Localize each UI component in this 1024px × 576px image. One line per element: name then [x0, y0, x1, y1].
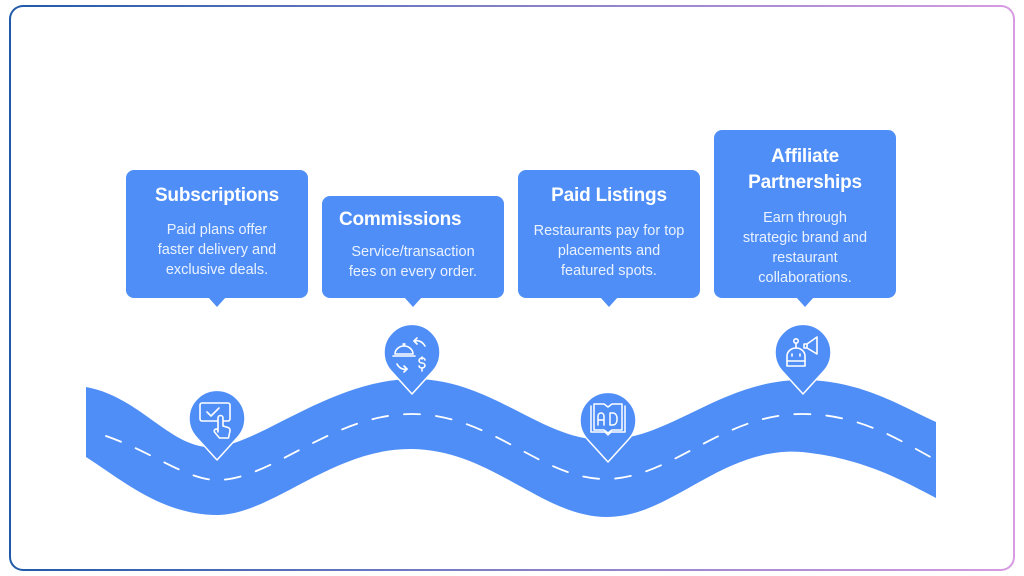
- diagram-frame: Subscriptions Paid plans offer faster de…: [9, 5, 1015, 571]
- road-body: [86, 378, 936, 517]
- diagram-stage: Subscriptions Paid plans offer faster de…: [11, 7, 1013, 569]
- callout-description: Restaurants pay for top placements and f…: [533, 223, 685, 279]
- robot-megaphone-icon: [774, 324, 832, 395]
- pin-affiliate-partnerships: [774, 324, 832, 396]
- callout-title: Commissions: [339, 209, 462, 230]
- touch-checkbox-icon: [188, 390, 246, 461]
- callout-paid-listings: Paid Listings Restaurants pay for top pl…: [518, 170, 700, 298]
- ad-book-icon: [579, 392, 637, 463]
- callout-title: Subscriptions: [154, 185, 280, 206]
- pin-paid-listings: [579, 392, 637, 464]
- pin-commissions: [383, 324, 441, 396]
- callout-title: Paid Listings: [551, 185, 667, 206]
- road: [86, 378, 937, 517]
- diagram-canvas: Subscriptions Paid plans offer faster de…: [11, 7, 1013, 569]
- callout-description: Paid plans offer faster delivery and exc…: [157, 222, 277, 278]
- cloche-exchange-dollar-icon: [383, 324, 441, 395]
- callout-description: Earn through strategic brand and restaur…: [742, 210, 868, 286]
- pin-subscriptions: [188, 390, 246, 462]
- callout-title: Affiliate Partnerships: [748, 146, 862, 193]
- callout-subscriptions: Subscriptions Paid plans offer faster de…: [126, 170, 308, 298]
- road-center-line: [105, 413, 937, 481]
- callout-description: Service/transaction fees on every order.: [348, 244, 478, 280]
- callout-commissions: Commissions Service/transaction fees on …: [322, 196, 504, 298]
- callout-affiliate-partnerships: Affiliate Partnerships Earn through stra…: [714, 130, 896, 298]
